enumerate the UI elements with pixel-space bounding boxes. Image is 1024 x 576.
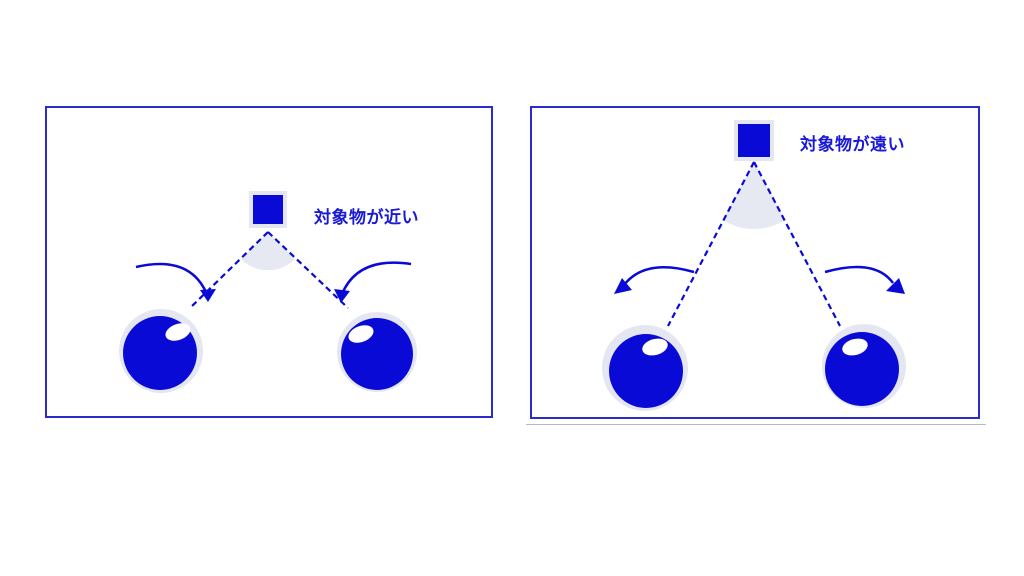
near-eye-left [119, 309, 203, 393]
near-arrow-head-left [200, 289, 216, 302]
far-arrow-head-right [886, 278, 905, 294]
far-eye-right [822, 324, 906, 408]
near-angle-wedge [241, 232, 295, 271]
near-sight-line-left [189, 231, 269, 309]
far-angle-wedge [723, 162, 785, 229]
far-rotation-arrow-right [824, 265, 895, 284]
far-sight-line-right [753, 161, 841, 327]
far-rotation-arrow-left [623, 265, 695, 286]
near-rotation-arrow-left [135, 262, 210, 298]
near-eye-right [337, 312, 417, 392]
far-arrow-head-left [614, 278, 632, 294]
far-eye-left [602, 325, 688, 411]
near-object-label: 対象物が近い [314, 208, 419, 228]
near-object-square [249, 191, 287, 228]
far-sight-line-left [667, 161, 755, 327]
far-object-label: 対象物が遠い [800, 135, 905, 155]
near-sight-line-right [267, 231, 349, 309]
near-rotation-arrow-right [340, 261, 412, 295]
far-object-square [734, 120, 774, 161]
divider-line [526, 424, 986, 425]
near-arrow-head-right [334, 289, 350, 303]
